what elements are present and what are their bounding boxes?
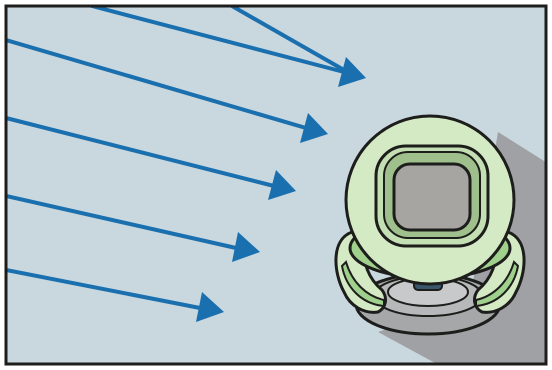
screen (394, 164, 470, 230)
robot-figure (336, 116, 524, 334)
